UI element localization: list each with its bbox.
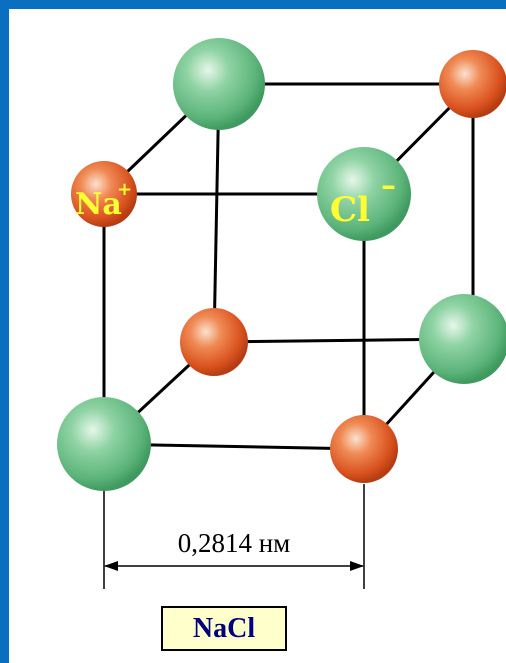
nacl-unit-cell-diagram: Na + Cl – 0,2814 нм: [57, 38, 506, 589]
chlorine-ion-back-top-left: [173, 38, 265, 130]
chlorine-ion-front-top-right: [317, 147, 411, 241]
cube-edges: [102, 82, 475, 451]
dimension-marker: [103, 479, 365, 589]
sodium-ion-back-bottom-left: [180, 308, 248, 376]
formula-label: NaCl: [161, 606, 287, 651]
sodium-charge: +: [117, 179, 132, 200]
chlorine-ion-front-bottom-left: [57, 397, 151, 491]
chlorine-label: Cl: [330, 190, 370, 230]
chlorine-ion-back-bottom-right: [419, 294, 506, 384]
sodium-label: Na: [75, 187, 122, 222]
chlorine-charge: –: [381, 168, 396, 203]
sodium-ion-front-bottom-right: [330, 415, 398, 483]
sodium-ion-front-top-left: [71, 161, 137, 227]
distance-label: 0,2814 нм: [178, 528, 291, 558]
sodium-ion-back-top-right: [439, 50, 506, 118]
